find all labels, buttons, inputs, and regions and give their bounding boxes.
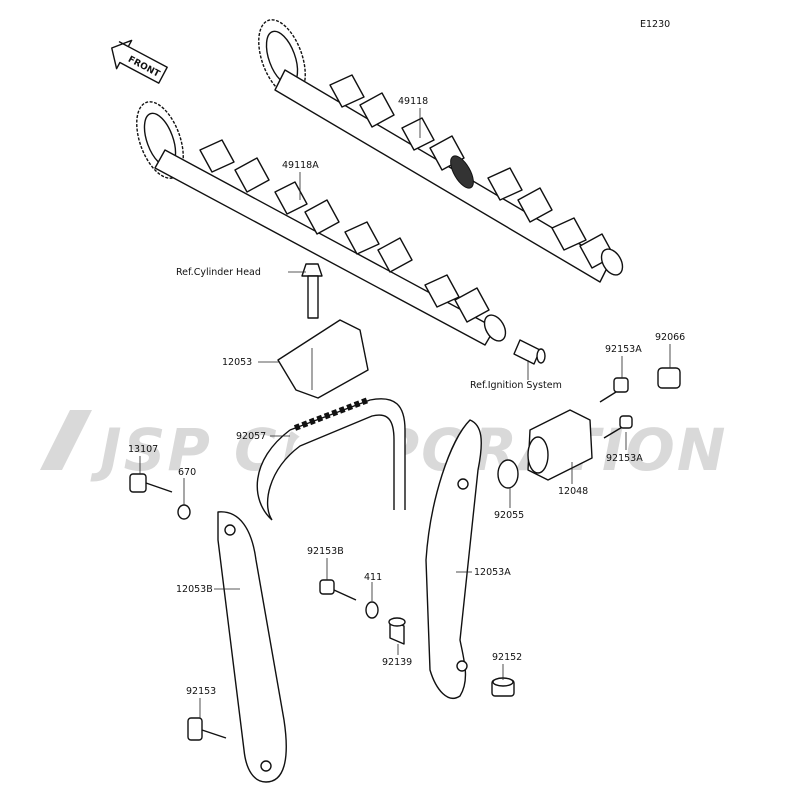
label-49118A: 49118A <box>282 160 319 171</box>
label-12048: 12048 <box>558 486 588 497</box>
label-92055: 92055 <box>494 510 524 521</box>
tensioner-12048 <box>527 409 593 481</box>
label-92153A-bottom: 92153A <box>606 453 643 464</box>
label-12053A: 12053A <box>474 567 511 578</box>
label-92057: 92057 <box>236 431 266 442</box>
collar-92139 <box>388 617 406 645</box>
label-ref-ignition: Ref.Ignition System <box>470 380 562 391</box>
label-92066: 92066 <box>655 332 685 343</box>
watermark-text: JSP CORPORATION <box>90 416 727 484</box>
label-ref-cylinder-head: Ref.Cylinder Head <box>176 267 261 278</box>
camshaft-49118A <box>136 101 507 346</box>
ignition-pin <box>513 339 546 365</box>
collar-92152 <box>491 677 515 697</box>
label-670: 670 <box>178 467 196 478</box>
label-92152: 92152 <box>492 652 522 663</box>
chain-92057 <box>256 397 406 521</box>
chain-guide-12053 <box>277 319 369 399</box>
label-13107: 13107 <box>128 444 158 455</box>
watermark: JSP CORPORATION <box>40 410 727 484</box>
label-92153: 92153 <box>186 686 216 697</box>
chain-guide-12053B <box>217 511 287 783</box>
bolt-92153A-top <box>599 377 629 403</box>
label-411: 411 <box>364 572 382 583</box>
label-49118: 49118 <box>398 96 428 107</box>
washer-411 <box>365 601 379 619</box>
bolt-92153B <box>319 579 357 601</box>
bolt-92153A-bottom <box>603 415 633 439</box>
camshaft-49118 <box>258 19 624 283</box>
plug-92066 <box>657 367 681 389</box>
o-ring-92055 <box>497 459 519 489</box>
label-12053B: 12053B <box>176 584 213 595</box>
label-12053: 12053 <box>222 357 252 368</box>
o-ring-670 <box>177 504 191 520</box>
label-92153A-top: 92153A <box>605 344 642 355</box>
front-arrow-icon: FRONT <box>111 39 168 84</box>
cylinder-head-bolt <box>301 263 323 319</box>
chain-guide-12053A <box>425 419 482 699</box>
bolt-92153 <box>187 717 227 741</box>
label-92153B: 92153B <box>307 546 344 557</box>
diagram-code: E1230 <box>640 19 670 30</box>
bolt-13107 <box>129 473 173 493</box>
label-92139: 92139 <box>382 657 412 668</box>
